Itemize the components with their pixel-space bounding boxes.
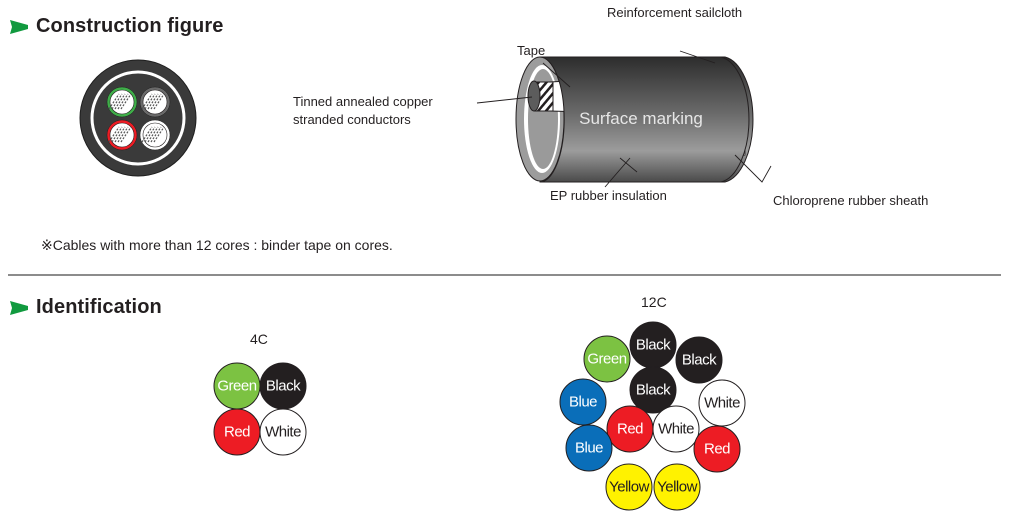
core-green: Green (583, 335, 631, 383)
core-black: Black (675, 336, 723, 384)
binder-tape-note: ※Cables with more than 12 cores : binder… (41, 237, 393, 253)
core-red: Red (606, 405, 654, 453)
insulation-leader-2 (619, 157, 638, 173)
core-red: Red (213, 408, 261, 456)
core-black: Black (629, 321, 677, 369)
green-chevron-icon (10, 19, 28, 34)
cross-section-sheath (79, 59, 197, 177)
reinforcement-label: Reinforcement sailcloth (607, 5, 742, 20)
cross-section-core-green (106, 86, 138, 118)
cross-section-core-red (106, 119, 138, 151)
section-divider (8, 274, 1001, 276)
core-green: Green (213, 362, 261, 410)
core-red: Red (693, 425, 741, 473)
core-label: Green (217, 378, 256, 395)
core-blue: Blue (559, 378, 607, 426)
core-label: Red (704, 441, 730, 458)
sheath-leader (734, 154, 772, 183)
cross-section-core-white (139, 119, 171, 151)
group-12c-label: 12C (641, 294, 667, 310)
core-label: White (704, 395, 740, 412)
core-white: White (259, 408, 307, 456)
core-label: Red (617, 421, 643, 438)
core-label: White (265, 424, 301, 441)
core-label: Blue (575, 440, 603, 457)
core-label: Red (224, 424, 250, 441)
sheath-outer (539, 56, 750, 183)
identification-title-text: Identification (36, 296, 162, 318)
construction-title-text: Construction figure (36, 15, 224, 37)
core-blue: Blue (565, 424, 613, 472)
core-label: Black (636, 337, 671, 354)
core-yellow: Yellow (605, 463, 653, 511)
core-label: Blue (569, 394, 597, 411)
core-yellow: Yellow (653, 463, 701, 511)
core-black: Black (259, 362, 307, 410)
sailcloth-leader (679, 50, 716, 64)
tape-leader (542, 62, 571, 88)
core-label: Yellow (657, 479, 697, 496)
cross-section-core-black (139, 86, 171, 118)
core-label: Black (682, 352, 717, 369)
tape-label: Tape (517, 43, 545, 58)
conductor-end (527, 80, 541, 112)
cross-section-sailcloth (90, 70, 186, 166)
surface-marking-label: Surface marking (579, 109, 703, 128)
conductors-label-line2: stranded conductors (293, 112, 411, 127)
core-label: Green (587, 351, 626, 368)
insulation-label: EP rubber insulation (550, 188, 667, 203)
identification-section-title: Identification (10, 296, 162, 319)
core-label: Black (266, 378, 301, 395)
core-label: Yellow (609, 479, 649, 496)
core-label: Black (636, 382, 671, 399)
group-4c-label: 4C (250, 331, 268, 347)
green-chevron-icon (10, 300, 28, 315)
conductors-label-line1: Tinned annealed copper (293, 94, 433, 109)
cable-illustration: Surface marking Tape Reinforcement sailc… (293, 5, 928, 208)
sheath-label: Chloroprene rubber sheath (773, 193, 928, 208)
core-white: White (698, 379, 746, 427)
core-label: White (658, 421, 694, 438)
conductor-leader (476, 96, 533, 104)
core-white: White (652, 405, 700, 453)
cable-cross-section (79, 59, 197, 177)
core-black: Black (629, 366, 677, 414)
construction-section-title: Construction figure (10, 15, 223, 38)
